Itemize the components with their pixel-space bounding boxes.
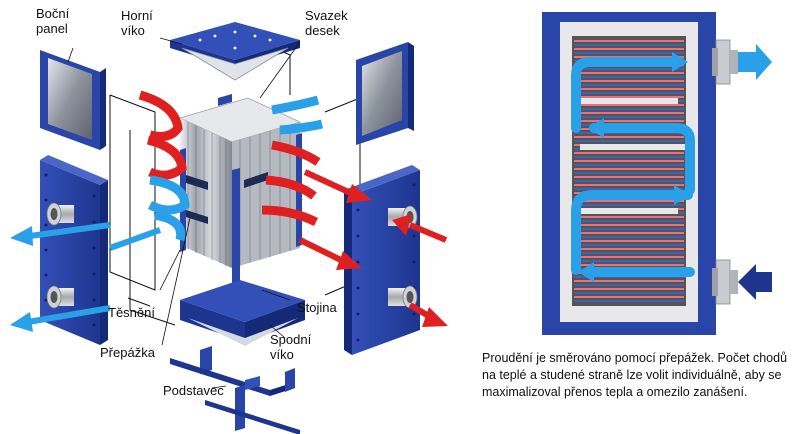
plate-stripe: [574, 248, 684, 250]
schematic-flow-heads: [578, 52, 690, 282]
cold-flow-ribbons: [147, 95, 324, 242]
plate-stripe: [574, 220, 684, 222]
plate-stripe: [574, 232, 684, 234]
plate-stripe: [574, 236, 684, 238]
plate-stripe: [574, 96, 684, 98]
plate-stripe: [574, 300, 684, 302]
plate-stripe: [574, 48, 684, 50]
right-side-panel: [356, 42, 414, 145]
plate-stripe: [574, 108, 684, 110]
plate-stripe: [574, 88, 684, 90]
left-nozzle-top: [46, 202, 74, 226]
left-side-panel: [40, 50, 106, 150]
plate-stripe: [574, 288, 684, 290]
label-bocni-panel: Boční panel: [36, 6, 70, 36]
flow-schematic: [542, 12, 772, 335]
plate-stripe: [574, 296, 684, 298]
label-spodni-viko: Spodní víko: [270, 332, 312, 362]
plate-stripe: [574, 252, 684, 254]
leader-lines: [67, 37, 301, 389]
label-stojina: Stojina: [297, 300, 337, 315]
plate-stripe: [574, 224, 684, 226]
plate-stripe: [574, 216, 684, 218]
plate-stripe: [574, 152, 684, 154]
plate-stripe: [574, 92, 684, 94]
label-horni-viko: Horní víko: [121, 8, 153, 38]
caption-text: Proudění je směrováno pomocí přepážek. P…: [482, 351, 788, 399]
plate-stripe: [574, 228, 684, 230]
plate-stripe: [574, 256, 684, 258]
left-end-plate: [40, 155, 108, 345]
plate-stripe: [574, 184, 684, 186]
plate-stripe: [574, 76, 684, 78]
plate-stripe: [574, 140, 684, 142]
plate-stripe: [574, 200, 684, 202]
plate-stripe: [574, 104, 684, 106]
plate-stripe: [574, 72, 684, 74]
plate-stripe: [574, 160, 684, 162]
plate-stripe: [574, 164, 684, 166]
plate-stripe: [574, 44, 684, 46]
plate-stripe: [574, 172, 684, 174]
plate-stripe: [574, 156, 684, 158]
plate-stripe: [574, 40, 684, 42]
exploded-view: [10, 22, 448, 434]
left-nozzle-bottom: [46, 285, 74, 309]
schematic-inlet-nozzle: [712, 259, 772, 305]
baffles: [186, 172, 268, 224]
top-cover: [170, 22, 300, 81]
plate-stripe: [574, 68, 684, 70]
plate-stripe: [574, 292, 684, 294]
plate-stripe: [574, 260, 684, 262]
plate-stripe: [574, 112, 684, 114]
label-svazek-desek: Svazek desek: [305, 8, 348, 38]
bottom-cover: [180, 280, 305, 346]
base-stand: [170, 346, 300, 434]
plate-stripe: [574, 284, 684, 286]
hot-arrows: [298, 169, 448, 327]
schematic-baffles: [572, 98, 686, 214]
label-podstavec: Podstavec: [163, 383, 224, 398]
plate-stripe: [574, 116, 684, 118]
plate-stripe: [574, 188, 684, 190]
plate-stripe: [574, 120, 684, 122]
plate-stripe: [574, 180, 684, 182]
schematic-outlet-nozzle: [712, 39, 772, 85]
label-prepazka: Přepážka: [100, 345, 155, 360]
cold-arrows: [10, 222, 162, 332]
plate-stripe: [574, 240, 684, 242]
label-tesneni: Těsnění: [108, 305, 155, 320]
plate-stripe: [574, 168, 684, 170]
plate-stripe: [574, 176, 684, 178]
hot-flow-ribbons: [138, 90, 321, 227]
schematic-flow: [571, 57, 695, 277]
plate-stripe: [574, 52, 684, 54]
plate-stripe: [574, 84, 684, 86]
plate-stripe: [574, 136, 684, 138]
plate-stripe: [574, 80, 684, 82]
plate-stripe: [574, 204, 684, 206]
plate-stripe: [574, 244, 684, 246]
plate-stripe: [574, 264, 684, 266]
plate-stripe: [574, 280, 684, 282]
